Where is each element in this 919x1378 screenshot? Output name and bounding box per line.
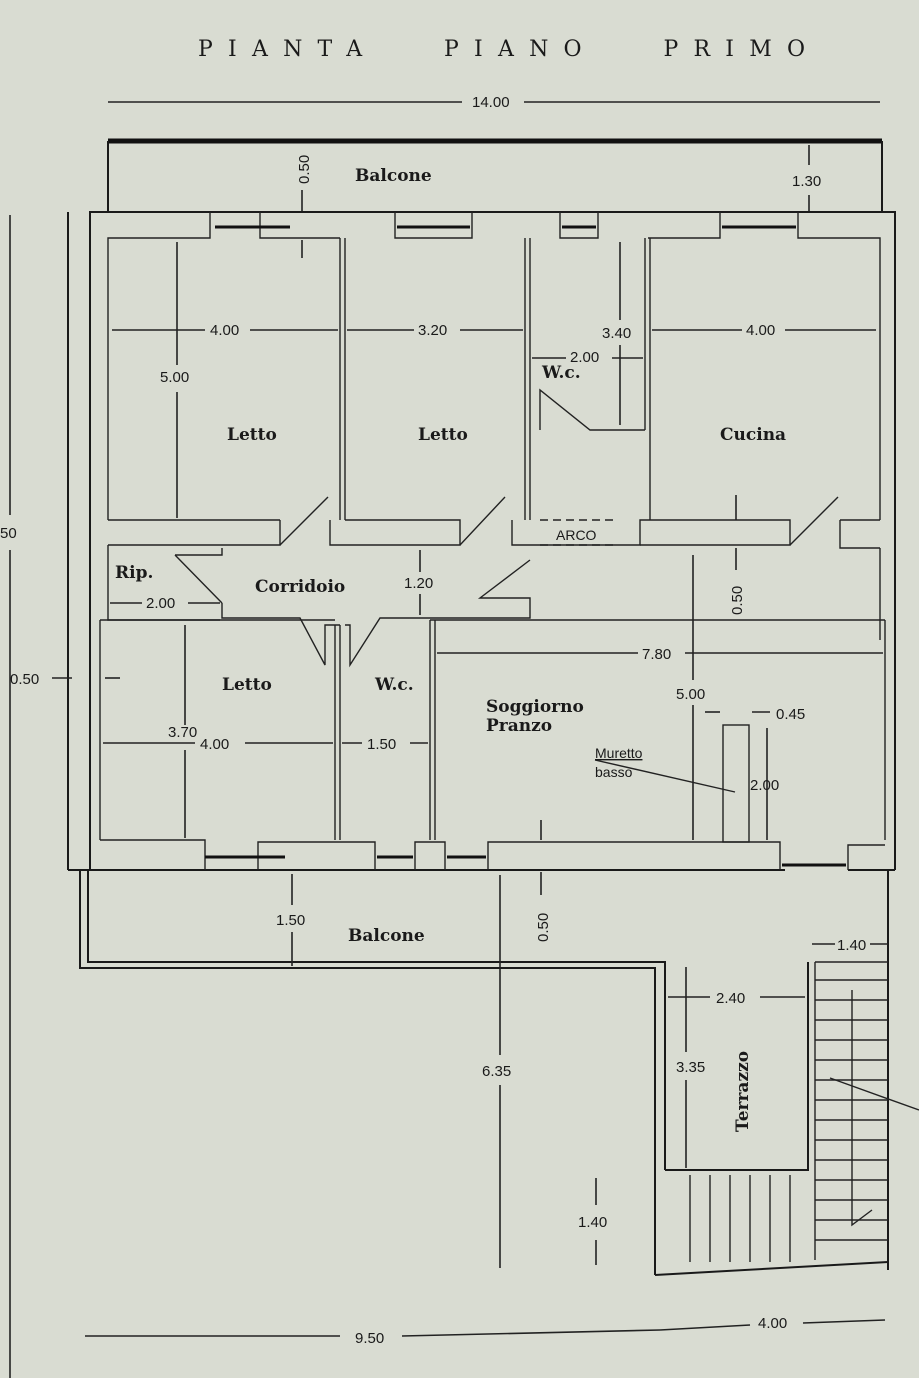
room-label-letto: Letto xyxy=(227,425,277,445)
svg-text:1.50: 1.50 xyxy=(367,736,396,753)
dimension-overall-height: 6.35 xyxy=(482,875,511,1268)
svg-text:2.40: 2.40 xyxy=(716,990,745,1007)
label-basso: basso xyxy=(595,764,633,780)
terrazzo: Terrazzo 2.40 3.35 xyxy=(665,962,809,1171)
room-label-terrazzo: Terrazzo xyxy=(733,1051,753,1132)
dim-label: 1.30 xyxy=(792,173,821,190)
svg-text:4.00: 4.00 xyxy=(210,322,239,339)
svg-text:0.50: 0.50 xyxy=(10,671,39,688)
room-label-pranzo: Pranzo xyxy=(486,716,552,736)
room-label-letto: Letto xyxy=(222,675,272,695)
svg-text:5.00: 5.00 xyxy=(160,369,189,386)
room-label-corridoio: Corridoio xyxy=(255,577,345,597)
svg-text:0.50: 0.50 xyxy=(535,913,552,942)
room-label-cucina: Cucina xyxy=(720,425,786,445)
svg-text:1.40: 1.40 xyxy=(837,937,866,954)
svg-text:4.00: 4.00 xyxy=(746,322,775,339)
svg-text:3.35: 3.35 xyxy=(676,1059,705,1076)
svg-text:7.80: 7.80 xyxy=(642,646,671,663)
dimensions-corridor: 2.00 1.20 0.50 xyxy=(110,495,746,615)
svg-text:1.20: 1.20 xyxy=(404,575,433,592)
dim-label: 0.50 xyxy=(296,155,313,184)
dimensions-bottom-rooms: 0.50 7.80 5.00 0.45 2.00 3.70 4.00 1.50 xyxy=(10,555,883,840)
room-label-wc: W.c. xyxy=(541,363,581,383)
svg-text:4.00: 4.00 xyxy=(200,736,229,753)
plan-title: PIANTA PIANO PRIMO xyxy=(198,37,808,62)
svg-text:9.50: 9.50 xyxy=(355,1330,384,1347)
balcone-bottom: Balcone 1.50 0.50 xyxy=(79,820,666,1275)
room-label-arco: ARCO xyxy=(556,527,597,543)
dimensions-top-rooms: 4.00 5.00 3.20 2.00 3.40 4.00 xyxy=(112,242,876,518)
dim-label: 14.00 xyxy=(472,94,510,111)
svg-text:1.40: 1.40 xyxy=(578,1214,607,1231)
dimension-total-width: 14.00 xyxy=(108,94,880,111)
dimensions-bottom: 9.50 4.00 xyxy=(85,1315,886,1347)
svg-text:2.00: 2.00 xyxy=(750,777,779,794)
svg-text:3.70: 3.70 xyxy=(168,724,197,741)
room-label-soggiorno: Soggiorno xyxy=(486,697,584,717)
room-label-balcone: Balcone xyxy=(348,926,425,946)
svg-text:1.50: 1.50 xyxy=(276,912,305,929)
svg-text:6.35: 6.35 xyxy=(482,1063,511,1080)
svg-text:5.00: 5.00 xyxy=(676,686,705,703)
balcone-top: Balcone 0.50 1.30 xyxy=(107,138,883,258)
svg-text:0.45: 0.45 xyxy=(776,706,805,723)
corridor-walls xyxy=(100,545,885,668)
svg-text:2.00: 2.00 xyxy=(570,349,599,366)
dimension-left-height: 50 xyxy=(0,215,17,1378)
svg-text:0.50: 0.50 xyxy=(729,586,746,615)
outer-walls xyxy=(67,211,896,871)
room-label-wc: W.c. xyxy=(374,675,414,695)
stairs: 1.40 1.40 xyxy=(578,870,919,1276)
interior-walls-top xyxy=(108,238,880,549)
room-label-ripostiglio: Rip. xyxy=(115,563,153,583)
svg-text:4.00: 4.00 xyxy=(758,1315,787,1332)
svg-text:3.40: 3.40 xyxy=(602,325,631,342)
room-label-balcone: Balcone xyxy=(355,166,432,186)
label-muretto: Muretto xyxy=(595,745,643,761)
svg-text:50: 50 xyxy=(0,525,17,542)
svg-text:2.00: 2.00 xyxy=(146,595,175,612)
room-label-letto: Letto xyxy=(418,425,468,445)
interior-walls-bottom xyxy=(99,620,886,870)
svg-text:3.20: 3.20 xyxy=(418,322,447,339)
